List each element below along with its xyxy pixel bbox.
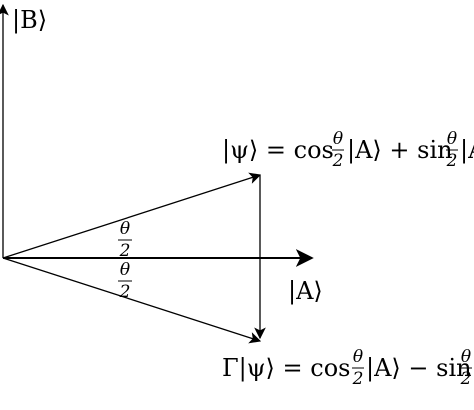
vector-psi xyxy=(2,172,262,259)
svg-text:2: 2 xyxy=(352,369,364,389)
label-basis-b: |B⟩ xyxy=(12,6,47,35)
svg-text:|A⟩ + sin: |A⟩ + sin xyxy=(347,136,453,165)
label-basis-a: |A⟩ xyxy=(288,277,323,306)
svg-text:2: 2 xyxy=(460,369,472,389)
svg-text:|ψ⟩ = cos: |ψ⟩ = cos xyxy=(222,136,334,165)
svg-text:θ: θ xyxy=(461,347,471,367)
angle-label-upper: θ 2 xyxy=(118,219,132,261)
vector-gamma-psi xyxy=(2,257,262,344)
svg-text:2: 2 xyxy=(332,151,344,171)
svg-text:θ: θ xyxy=(120,260,130,280)
svg-text:2: 2 xyxy=(446,151,458,171)
svg-text:|A: |A xyxy=(460,136,474,165)
svg-text:2: 2 xyxy=(119,241,131,261)
angle-label-lower: θ 2 xyxy=(118,260,132,302)
svg-text:θ: θ xyxy=(333,129,343,149)
svg-text:Γ|ψ⟩ = cos: Γ|ψ⟩ = cos xyxy=(222,354,351,383)
svg-text:θ: θ xyxy=(447,129,457,149)
svg-text:|A⟩ − sin: |A⟩ − sin xyxy=(366,354,472,383)
equation-psi: |ψ⟩ = cos θ 2 |A⟩ + sin θ 2 |A xyxy=(222,129,474,171)
svg-text:θ: θ xyxy=(353,347,363,367)
svg-text:θ: θ xyxy=(120,219,130,239)
equation-gamma-psi: Γ|ψ⟩ = cos θ 2 |A⟩ − sin θ 2 xyxy=(222,347,472,389)
svg-text:2: 2 xyxy=(119,282,131,302)
